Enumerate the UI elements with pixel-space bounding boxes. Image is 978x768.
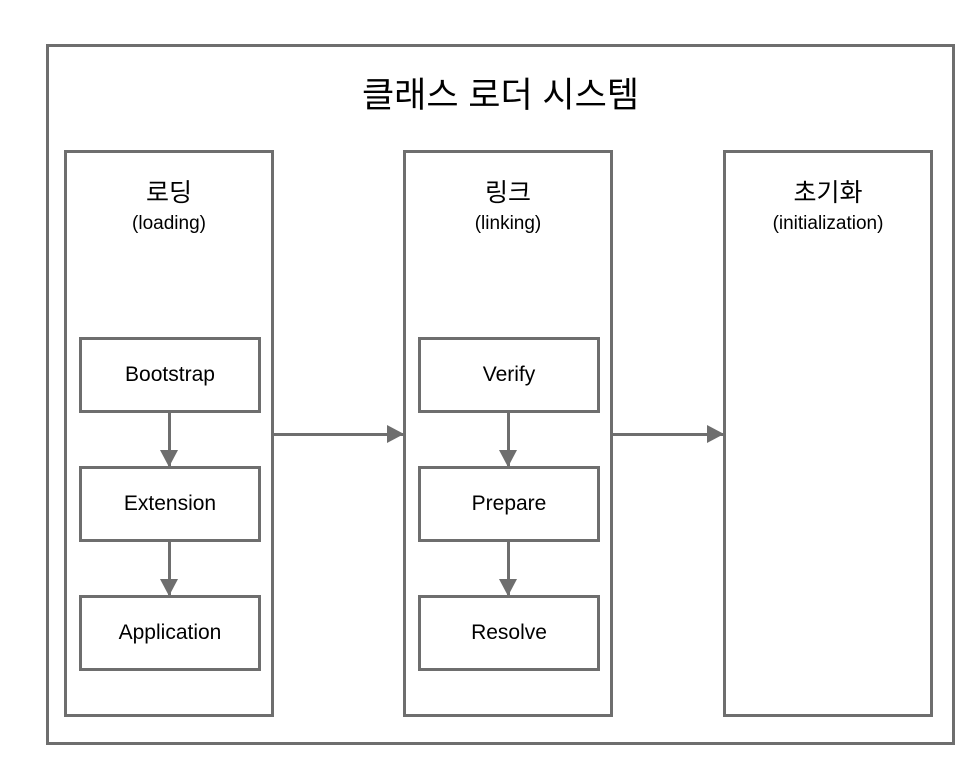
step-box-extension: Extension [79,466,261,542]
arrow-linking-to-initialization [613,425,724,443]
step-label-application: Application [118,621,222,644]
phase-heading-loading: 로딩 (loading) [67,177,271,237]
phase-column-linking: 링크 (linking) Verify Prepare Resolve [403,150,613,717]
step-box-verify: Verify [418,337,600,413]
step-label-extension: Extension [123,492,217,515]
step-label-verify: Verify [482,363,536,386]
arrow-head-down-icon [499,450,517,467]
diagram-title: 클래스 로더 시스템 [361,76,640,115]
phase-name-ko-linking: 링크 [484,179,531,207]
arrow-loading-to-linking [274,425,404,443]
phase-heading-linking: 링크 (linking) [406,177,610,237]
step-label-resolve: Resolve [471,621,547,644]
arrow-head-right-icon [707,425,724,443]
arrow-head-down-icon [160,450,178,467]
phase-column-loading: 로딩 (loading) Bootstrap Extension Applica… [64,150,274,717]
phase-name-ko-initialization: 초기화 [793,179,863,207]
step-label-prepare: Prepare [471,492,547,515]
phase-column-initialization: 초기화 (initialization) [723,150,933,717]
phase-heading-initialization: 초기화 (initialization) [726,177,930,237]
arrow-head-right-icon [387,425,404,443]
step-box-application: Application [79,595,261,671]
phase-name-en-loading: (loading) [132,213,206,234]
arrow-extension-to-application [160,542,178,596]
arrow-prepare-to-resolve [499,542,517,596]
step-box-resolve: Resolve [418,595,600,671]
step-box-bootstrap: Bootstrap [79,337,261,413]
step-box-prepare: Prepare [418,466,600,542]
step-label-bootstrap: Bootstrap [125,363,215,386]
phase-name-en-linking: (linking) [474,213,542,234]
arrow-head-down-icon [160,579,178,596]
phase-name-en-initialization: (initialization) [772,213,884,234]
arrow-verify-to-prepare [499,413,517,467]
arrow-bootstrap-to-extension [160,413,178,467]
phase-name-ko-loading: 로딩 [145,179,192,207]
arrow-head-down-icon [499,579,517,596]
